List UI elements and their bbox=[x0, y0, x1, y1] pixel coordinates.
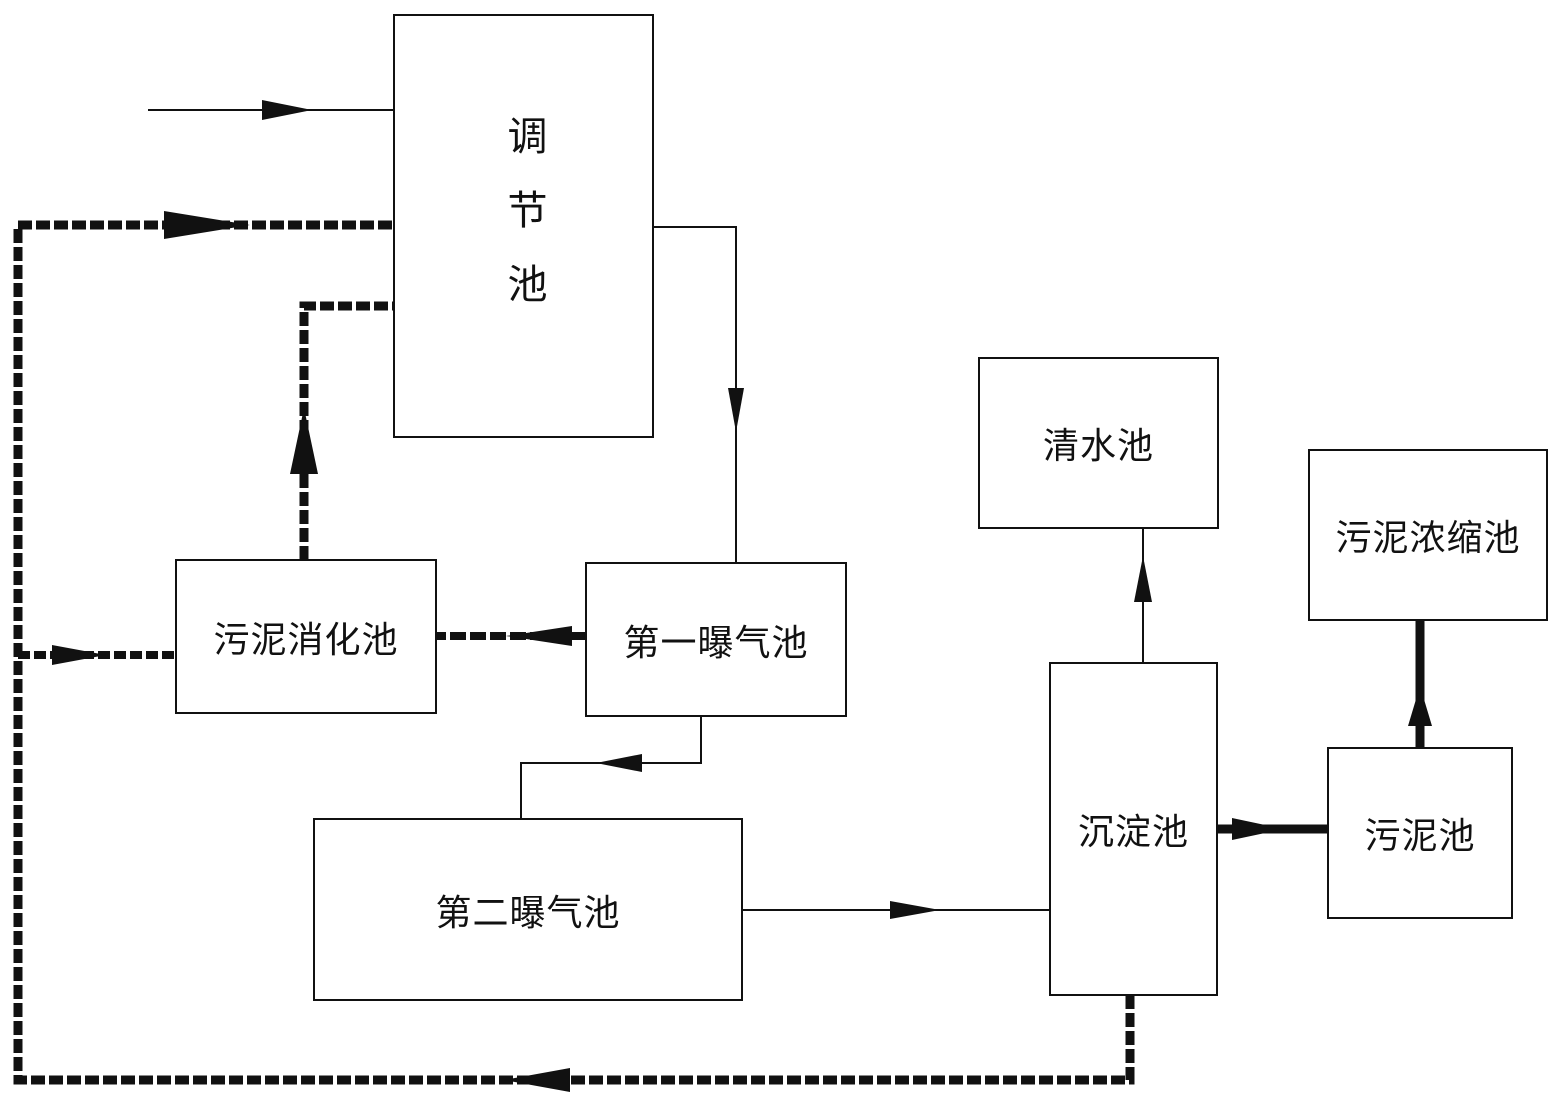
first-aeration-tank-label: 第一曝气池 bbox=[623, 622, 809, 664]
edge-regulating-to-first-aeration bbox=[653, 226, 744, 562]
sludge-thickening-tank-label: 污泥浓缩池 bbox=[1335, 518, 1521, 559]
sludge-thickening-tank: 污泥浓缩池 bbox=[1308, 449, 1548, 621]
second-aeration-tank-label: 第二曝气池 bbox=[435, 892, 621, 934]
edge-inflow bbox=[148, 100, 393, 120]
edge-sedimentation-to-clean-water bbox=[1134, 528, 1152, 662]
edge-sludge-tank-to-thickening bbox=[1408, 620, 1432, 747]
clean-water-tank-label: 清水池 bbox=[1042, 426, 1154, 467]
regulating-tank: 调节池 bbox=[393, 14, 654, 438]
first-aeration-tank: 第一曝气池 bbox=[585, 562, 847, 717]
sludge-digestion-tank: 污泥消化池 bbox=[175, 559, 437, 714]
sedimentation-tank: 沉淀池 bbox=[1049, 662, 1218, 996]
sludge-digestion-tank-label: 污泥消化池 bbox=[213, 619, 399, 661]
regulating-tank-label: 调节池 bbox=[500, 115, 547, 337]
second-aeration-tank: 第二曝气池 bbox=[313, 818, 743, 1001]
edge-second-aeration-to-sedimentation bbox=[742, 901, 1049, 919]
edge-sedimentation-to-sludge-tank bbox=[1216, 818, 1328, 840]
edge-first-aeration-to-sludge-digestion bbox=[436, 626, 586, 646]
sludge-tank: 污泥池 bbox=[1327, 747, 1513, 919]
clean-water-tank: 清水池 bbox=[978, 357, 1219, 529]
edge-first-to-second-aeration bbox=[520, 716, 702, 818]
sludge-tank-label: 污泥池 bbox=[1364, 816, 1476, 857]
sedimentation-tank-label: 沉淀池 bbox=[1077, 812, 1189, 853]
edge-sludge-return-loop bbox=[13, 211, 1135, 1092]
edge-sludge-digestion-to-regulating bbox=[290, 301, 393, 560]
